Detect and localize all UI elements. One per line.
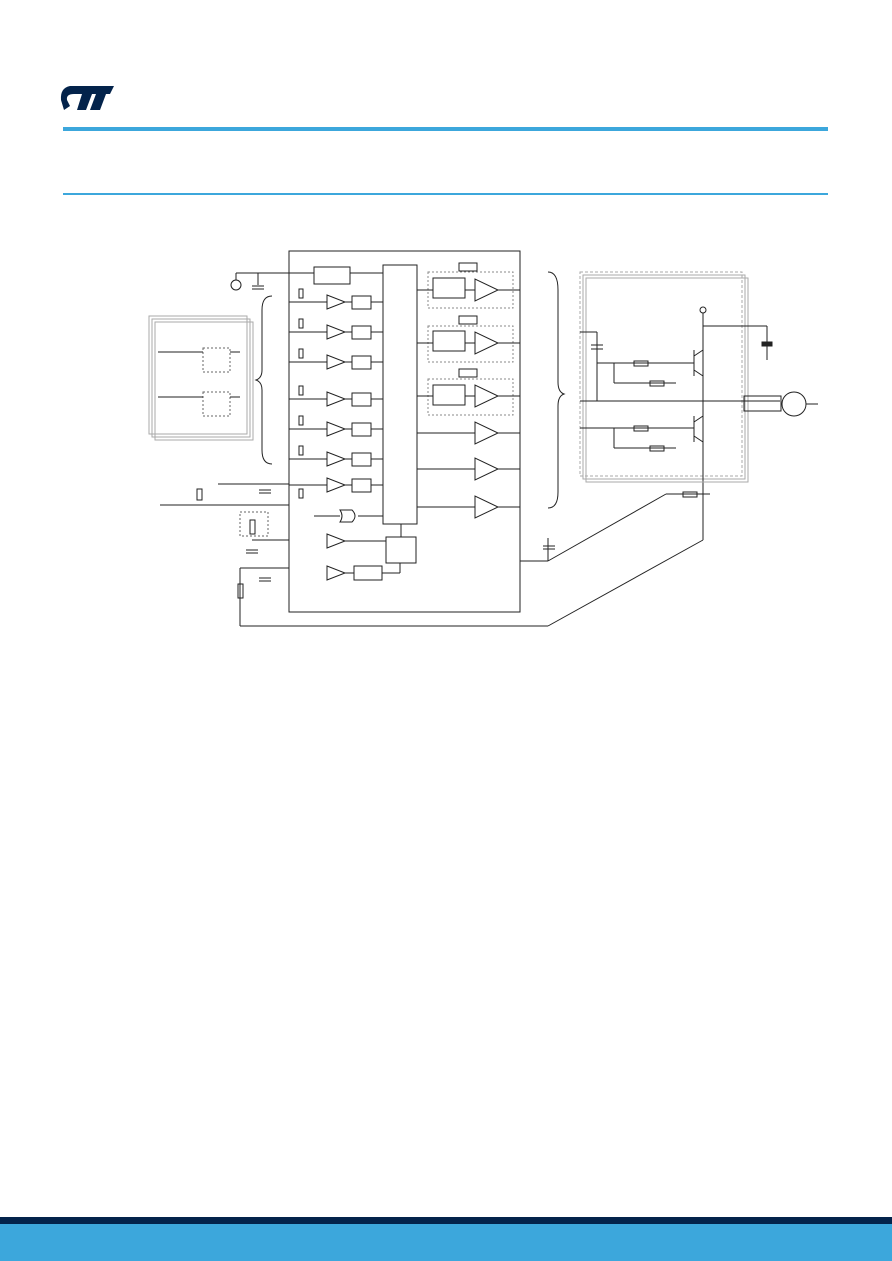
low-side-drivers	[417, 421, 520, 519]
logo-s-shape	[60, 86, 114, 110]
logo-t-shape	[90, 94, 106, 110]
header-rule	[63, 127, 828, 131]
power-stage-box	[579, 271, 749, 483]
comparator-op	[326, 565, 347, 581]
hs-driver-3	[417, 368, 520, 416]
comparator-row-6	[289, 445, 383, 467]
ic-outline	[288, 250, 521, 613]
comparator-row-4	[289, 385, 383, 407]
title-rule	[63, 193, 828, 195]
comparator-row-5	[289, 415, 383, 437]
comparator-row-1	[289, 288, 383, 310]
comparator-row-7	[289, 477, 383, 499]
high-side-drivers	[417, 262, 520, 416]
rc-filter-box	[239, 511, 269, 537]
footer-band-dark	[0, 1217, 892, 1224]
supply-block	[313, 266, 351, 285]
input-brace	[254, 295, 273, 465]
footer-band	[0, 1224, 892, 1261]
output-brace	[547, 271, 566, 509]
st-logo-icon	[60, 86, 114, 110]
igbt-high	[693, 349, 704, 377]
comparator-row-3	[289, 348, 383, 370]
igbt-low	[693, 415, 704, 443]
hs-driver-1	[417, 262, 520, 309]
application-circuit-diagram	[148, 250, 818, 627]
input-comparators	[289, 288, 383, 499]
controller-box	[148, 315, 254, 441]
smart-sd-block	[385, 536, 417, 564]
fault-gate	[339, 509, 356, 523]
logic-block	[382, 264, 418, 525]
supply-source	[230, 279, 242, 291]
hs-driver-2	[417, 315, 520, 363]
motor-icon	[781, 391, 807, 417]
filter-2	[202, 391, 231, 417]
comparator-row-2	[289, 318, 383, 340]
op-amp-block	[353, 565, 383, 581]
comparator-cin	[326, 533, 347, 549]
filter-1	[202, 347, 231, 373]
